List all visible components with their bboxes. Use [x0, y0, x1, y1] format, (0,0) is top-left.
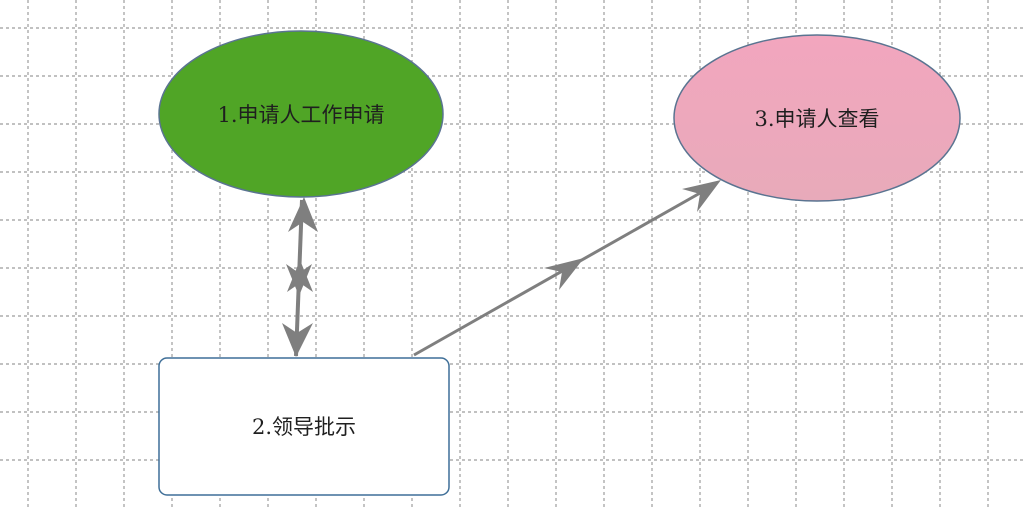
arrowhead-up: [288, 197, 318, 232]
node-shape-rect[interactable]: [158, 357, 450, 496]
arrowhead-down: [282, 323, 313, 357]
arrowhead-mid-down: [286, 264, 312, 296]
node-approve[interactable]: 2.领导批示: [158, 357, 450, 496]
edge-approve-view[interactable]: [413, 180, 721, 357]
node-shape-ellipse[interactable]: [158, 30, 444, 198]
node-label: 3.申请人查看: [754, 107, 879, 131]
node-view[interactable]: 3.申请人查看: [673, 34, 961, 202]
arrowhead-end: [682, 180, 721, 212]
arrowhead-mid: [544, 258, 584, 290]
node-label: 2.领导批示: [252, 415, 356, 439]
node-shape-ellipse[interactable]: [673, 34, 961, 202]
edge-approve-apply[interactable]: [282, 197, 318, 357]
node-apply[interactable]: 1.申请人工作申请: [158, 30, 444, 198]
node-label: 1.申请人工作申请: [217, 103, 384, 127]
